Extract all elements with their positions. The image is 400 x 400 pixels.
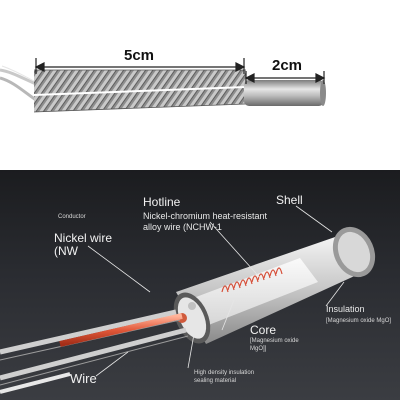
braided-sleeve [33,69,247,113]
core-label: Core [250,323,277,337]
exit-wires [0,309,189,394]
sealing-label-line2: sealing material [194,378,237,384]
nichrome-desc-line1: Nickel-chromium heat-resistant [143,211,268,221]
conductor-label: Conductor [58,214,86,220]
wire-label: Wire [70,371,97,386]
nickel-wire-code: (NW [54,244,78,258]
dimension-line-2cm [244,71,326,84]
lead-wires-photo [0,65,37,102]
hotline-label: Hotline [143,195,181,209]
steel-sheath [244,80,326,106]
insulation-label: Insulation [326,304,365,314]
insulation-material: [Magnesium oxide MgO] [326,318,392,324]
length-label: 5cm [124,47,155,64]
core-material-line1: [Magnesium oxide [250,338,299,344]
dimension-line-5cm [34,58,246,74]
nickel-wire-label: Nickel wire [54,231,113,245]
sheath-length-label: 2cm [272,57,303,74]
heater-cutaway [173,226,376,344]
sealing-label-line1: High density insulation [194,370,255,376]
nichrome-desc-line2: alloy wire (NCHW-1 [143,222,222,232]
core-material-line2: MgO]] [250,346,267,352]
callout-lines [87,205,345,377]
heating-coil [221,267,283,293]
shell-label: Shell [276,193,303,207]
